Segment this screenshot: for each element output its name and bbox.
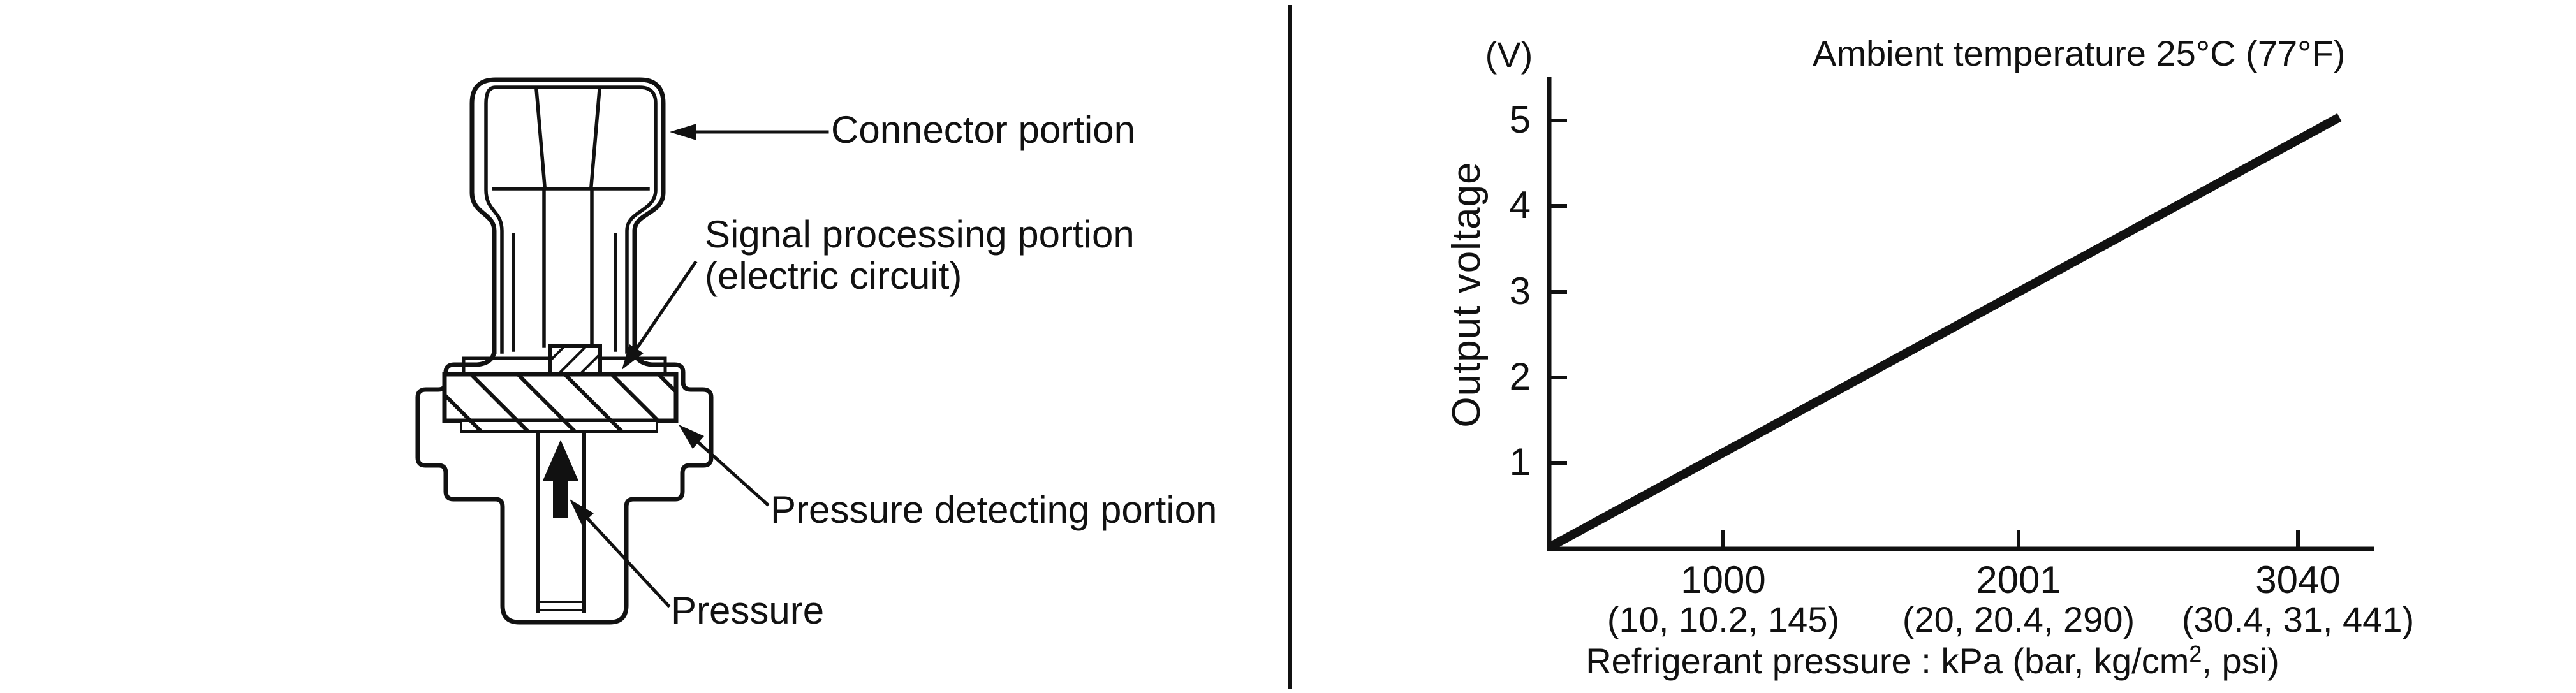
signal-leader-line [634, 260, 698, 351]
pressure-label: Pressure [671, 589, 825, 632]
output-voltage-curve [1547, 113, 2342, 551]
x-axis-ticks [1721, 530, 2300, 549]
pressure-detecting-leader-line [696, 440, 770, 507]
x-conversion-label-3: (30.4, 31, 441) [2181, 599, 2415, 639]
pressure-leader-line [585, 516, 671, 608]
signal-processing-label-line1: Signal processing portion [705, 213, 1135, 256]
pressure-detecting-arrowhead [679, 425, 704, 449]
sensor-drawing [415, 77, 829, 625]
pressure-arrowhead-leader [570, 499, 594, 525]
neck-inner-walls [512, 233, 617, 352]
leader-lines [585, 130, 829, 608]
y-tick-label-1: 1 [1509, 441, 1531, 483]
connector-inner-outline [484, 85, 658, 354]
pressure-detecting-portion-label: Pressure detecting portion [770, 488, 1218, 531]
x-tick-label-2001: 2001 [1976, 558, 2061, 601]
chart-drawing [1547, 77, 2374, 551]
y-tick-label-2: 2 [1509, 355, 1531, 398]
inlet-tube-end-lines [536, 601, 585, 611]
connector-portion-label: Connector portion [831, 108, 1135, 151]
pressure-arrow [543, 440, 578, 518]
panel-divider [1288, 5, 1292, 689]
x-conversion-label-1: (10, 10.2, 145) [1607, 599, 1840, 639]
x-tick-label-1000: 1000 [1681, 558, 1766, 601]
signal-processing-label: Signal processing portion (electric circ… [705, 214, 1135, 297]
leader-arrowheads [570, 124, 704, 525]
body-outline [415, 347, 714, 625]
signal-arrowhead [622, 344, 644, 370]
connector-outer-outline [469, 77, 666, 354]
connector-arrowhead [670, 124, 696, 140]
signal-processing-chip [548, 344, 602, 376]
y-tick-label-3: 3 [1509, 270, 1531, 312]
x-axis-title-superscript: 2 [2189, 641, 2202, 667]
y-tick-label-4: 4 [1509, 184, 1531, 226]
y-axis-unit-label: (V) [1485, 34, 1533, 75]
terminal-channel [542, 187, 594, 348]
y-axis-ticks [1549, 119, 1567, 465]
x-tick-label-3040: 3040 [2255, 558, 2341, 601]
signal-processing-label-line2: (electric circuit) [705, 254, 962, 297]
diaphragm-lower-strip [460, 419, 658, 433]
x-conversion-label-2: (20, 20.4, 290) [1902, 599, 2135, 639]
x-axis-title-prefix: Refrigerant pressure : kPa (bar, kg/cm [1586, 641, 2190, 681]
y-tick-label-5: 5 [1509, 98, 1531, 141]
x-axis-title-suffix: , psi) [2202, 641, 2279, 681]
connector-socket [492, 87, 650, 191]
chart-title: Ambient temperature 25°C (77°F) [1813, 33, 2346, 73]
pressure-detecting-diaphragm [442, 372, 679, 423]
x-axis-title: Refrigerant pressure : kPa (bar, kg/cm2,… [1556, 643, 2309, 679]
